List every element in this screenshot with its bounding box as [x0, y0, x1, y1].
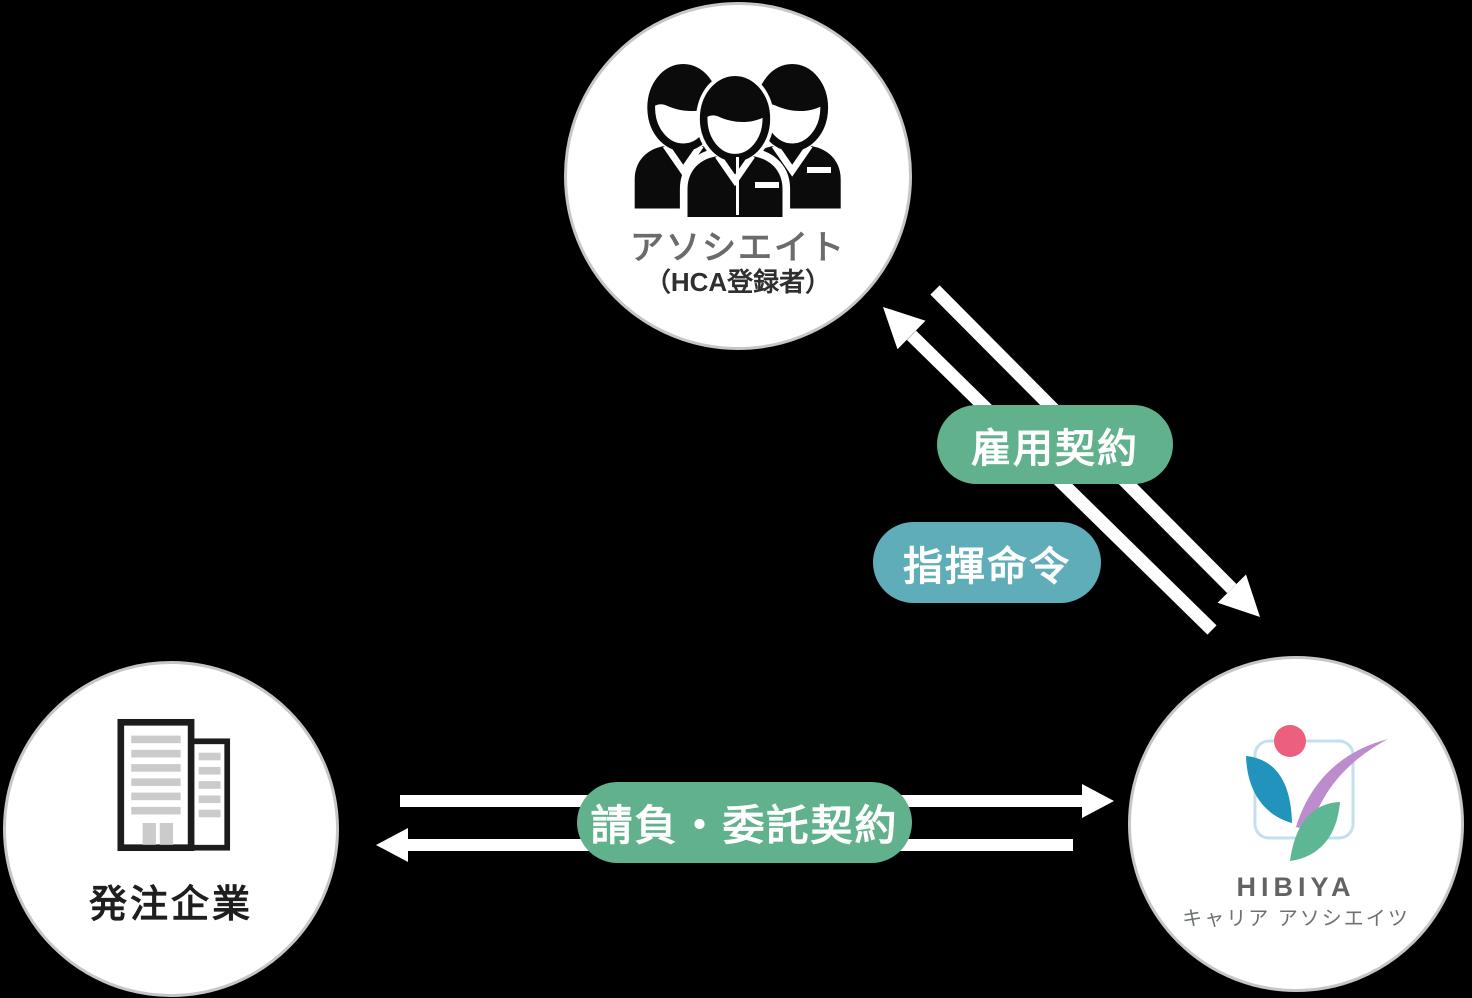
client-title: 発注企業 [88, 884, 253, 926]
office-buildings-icon [117, 718, 231, 852]
employment-contract-label: 雇用契約 [937, 405, 1173, 484]
outsourcing-contract-label: 請負・委託契約 [577, 782, 912, 863]
associates-title: アソシエイト [630, 229, 846, 267]
client-node: 発注企業 [3, 661, 339, 997]
associates-node: アソシエイト （HCA登録者） [564, 2, 912, 350]
hibiya-node: HIBIYA キャリア アソシエイツ [1128, 656, 1464, 992]
people-group-icon [617, 57, 861, 217]
hibiya-brand-subtitle: キャリア アソシエイツ [1182, 908, 1410, 930]
command-direction-label: 指揮命令 [873, 522, 1101, 603]
hibiya-flower-logo-icon [1246, 725, 1388, 861]
hibiya-brand: HIBIYA [1236, 872, 1356, 902]
associates-subtitle: （HCA登録者） [644, 267, 832, 297]
